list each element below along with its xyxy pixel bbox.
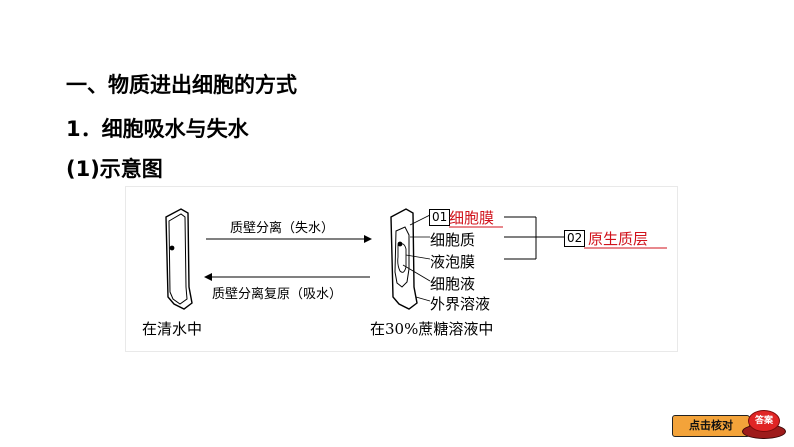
right-cell-wall (390, 208, 418, 310)
dehydration-label: 质壁分离（失水） (230, 221, 335, 236)
label-external-solution: 外界溶液 (430, 295, 491, 313)
blank-number-2: 02 (564, 230, 586, 247)
right-caption: 在30%蔗糖溶液中 (370, 320, 494, 338)
left-cell-membrane (168, 213, 188, 305)
left-cell-nucleus (169, 245, 175, 251)
right-cell-protoplast (394, 226, 410, 288)
label-cytoplasm: 细胞质 (430, 231, 476, 249)
blank-number-1: 01 (429, 209, 451, 226)
answer-knob[interactable]: 答案 (742, 409, 786, 439)
check-answer-button[interactable]: 点击核对 答案 (672, 409, 790, 439)
answer-knob-label[interactable]: 答案 (748, 410, 780, 432)
right-cell-vacuole (397, 243, 407, 273)
plasmolysis-diagram (165, 208, 667, 310)
item-heading: (1)示意图 (66, 157, 163, 181)
left-cell-wall (165, 208, 193, 310)
left-caption: 在清水中 (142, 320, 203, 338)
arrow-right-head (364, 235, 372, 243)
arrow-left-head (204, 273, 212, 281)
rehydration-label: 质壁分离复原（吸水） (212, 287, 343, 302)
label-tonoplast: 液泡膜 (430, 253, 476, 271)
label-cell-sap: 细胞液 (430, 275, 476, 293)
diagram-panel: 质壁分离（失水） 质壁分离复原（吸水） 在清水中 在30%蔗糖溶液中 01 细胞… (125, 186, 678, 352)
right-cell-nucleus (397, 241, 403, 247)
answer-cell-membrane: 细胞膜 (449, 209, 495, 227)
answer-protoplast-layer: 原生质层 (588, 230, 649, 248)
section-heading: 一、物质进出细胞的方式 (66, 73, 297, 97)
check-answer-label[interactable]: 点击核对 (672, 415, 750, 437)
subsection-heading: 1．细胞吸水与失水 (66, 117, 249, 141)
